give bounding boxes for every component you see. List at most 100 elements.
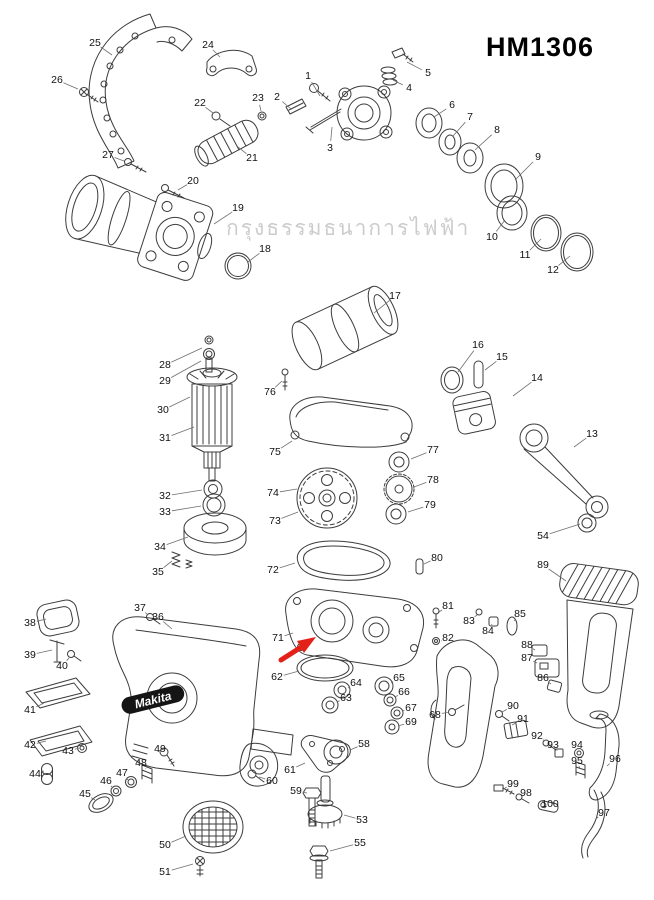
piston-group-art (440, 360, 496, 435)
leader-line-4 (392, 79, 403, 86)
screw-22-art (211, 111, 231, 127)
leader-line-54 (549, 523, 581, 535)
leader-line-26 (63, 82, 79, 90)
leader-line-73 (281, 511, 299, 519)
bolt-26-art (79, 87, 99, 103)
front-barrel-art (65, 174, 214, 281)
leader-line-14 (512, 381, 532, 397)
part-number-49: 49 (154, 742, 166, 755)
ribbed-boot-21-art (194, 119, 259, 167)
gasket-72-art (296, 540, 391, 581)
leader-line-38 (36, 618, 47, 622)
leader-line-84 (491, 623, 493, 626)
part-number-21: 21 (246, 151, 258, 164)
part-number-85: 85 (514, 607, 526, 620)
leader-line-100 (544, 806, 547, 809)
part-number-64: 64 (350, 676, 362, 689)
leader-line-31 (171, 426, 195, 436)
leader-line-18 (247, 252, 260, 263)
leader-line-96 (606, 763, 610, 767)
leader-line-68 (441, 711, 450, 714)
leader-line-21 (237, 146, 247, 155)
leader-line-83 (474, 614, 478, 618)
leader-line-12 (558, 255, 571, 266)
leader-line-43 (74, 747, 80, 750)
pointer-arrow-shaft (278, 643, 306, 663)
inner-handle-half-art (427, 639, 499, 788)
part-number-50: 50 (159, 838, 171, 851)
part-number-61: 61 (284, 763, 296, 776)
part-number-63: 63 (340, 691, 352, 704)
leader-line-81 (438, 609, 443, 613)
part-number-6: 6 (449, 98, 455, 111)
leader-line-65 (390, 681, 394, 684)
part-number-29: 29 (159, 374, 171, 387)
leader-line-55 (329, 844, 354, 852)
part-number-26: 26 (51, 73, 63, 86)
part-number-79: 79 (424, 498, 436, 511)
part-number-86: 86 (537, 671, 549, 684)
part-number-34: 34 (154, 540, 166, 553)
part-number-72: 72 (267, 563, 279, 576)
leader-line-92 (542, 739, 546, 742)
leader-line-29 (170, 360, 202, 378)
leader-line-58 (349, 746, 358, 751)
part-number-30: 30 (157, 403, 169, 416)
part-number-59: 59 (290, 784, 302, 797)
part-number-7: 7 (467, 110, 473, 123)
screw-27-art (124, 158, 147, 173)
part-number-71: 71 (272, 631, 284, 644)
part-number-97: 97 (598, 806, 610, 819)
gear-case-cover-art (281, 368, 413, 448)
part-number-28: 28 (159, 358, 171, 371)
rear-handle-art (559, 562, 639, 729)
part-number-89: 89 (537, 558, 549, 571)
leader-line-28 (171, 347, 203, 363)
leader-line-8 (474, 134, 493, 151)
part-number-96: 96 (609, 752, 621, 765)
watermark-text: กรุงธรรมธนาการไฟฟ้า (226, 217, 471, 240)
leader-line-10 (495, 219, 506, 232)
leader-line-76 (274, 380, 283, 388)
leader-line-11 (529, 238, 542, 251)
part-number-92: 92 (531, 729, 543, 742)
leader-line-46 (110, 785, 114, 789)
leader-line-25 (100, 46, 113, 56)
leader-line-85 (513, 619, 516, 622)
gear-train-art (296, 451, 415, 529)
part-number-22: 22 (194, 96, 206, 109)
leader-line-64 (347, 686, 351, 689)
part-number-33: 33 (159, 505, 171, 518)
part-number-88: 88 (521, 638, 533, 651)
part-number-82: 82 (442, 631, 454, 644)
pointer-arrow (278, 637, 316, 663)
part-number-2: 2 (274, 90, 280, 103)
part-number-54: 54 (537, 529, 549, 542)
part-number-27: 27 (102, 148, 114, 161)
leader-line-87 (533, 660, 538, 664)
part-number-93: 93 (547, 738, 559, 751)
leader-line-78 (413, 482, 427, 488)
part-number-75: 75 (269, 445, 281, 458)
part-number-76: 76 (264, 385, 276, 398)
leader-line-47 (126, 778, 129, 781)
leader-line-3 (330, 126, 333, 142)
part-number-25: 25 (89, 36, 101, 49)
part-number-13: 13 (586, 427, 598, 440)
o-ring-18-art (224, 252, 252, 280)
part-number-90: 90 (507, 699, 519, 712)
part-number-95: 95 (571, 754, 583, 767)
leader-line-27 (114, 157, 125, 162)
leader-line-34 (166, 536, 189, 545)
part-number-15: 15 (496, 350, 508, 363)
part-number-66: 66 (398, 685, 410, 698)
crank-bottom-parts-art (247, 654, 465, 879)
part-number-77: 77 (427, 443, 439, 456)
part-number-1: 1 (305, 69, 311, 82)
leader-line-66 (394, 695, 399, 698)
leader-line-13 (573, 437, 587, 448)
leader-line-6 (433, 108, 447, 118)
crank-cap-assembly-art (285, 47, 414, 141)
